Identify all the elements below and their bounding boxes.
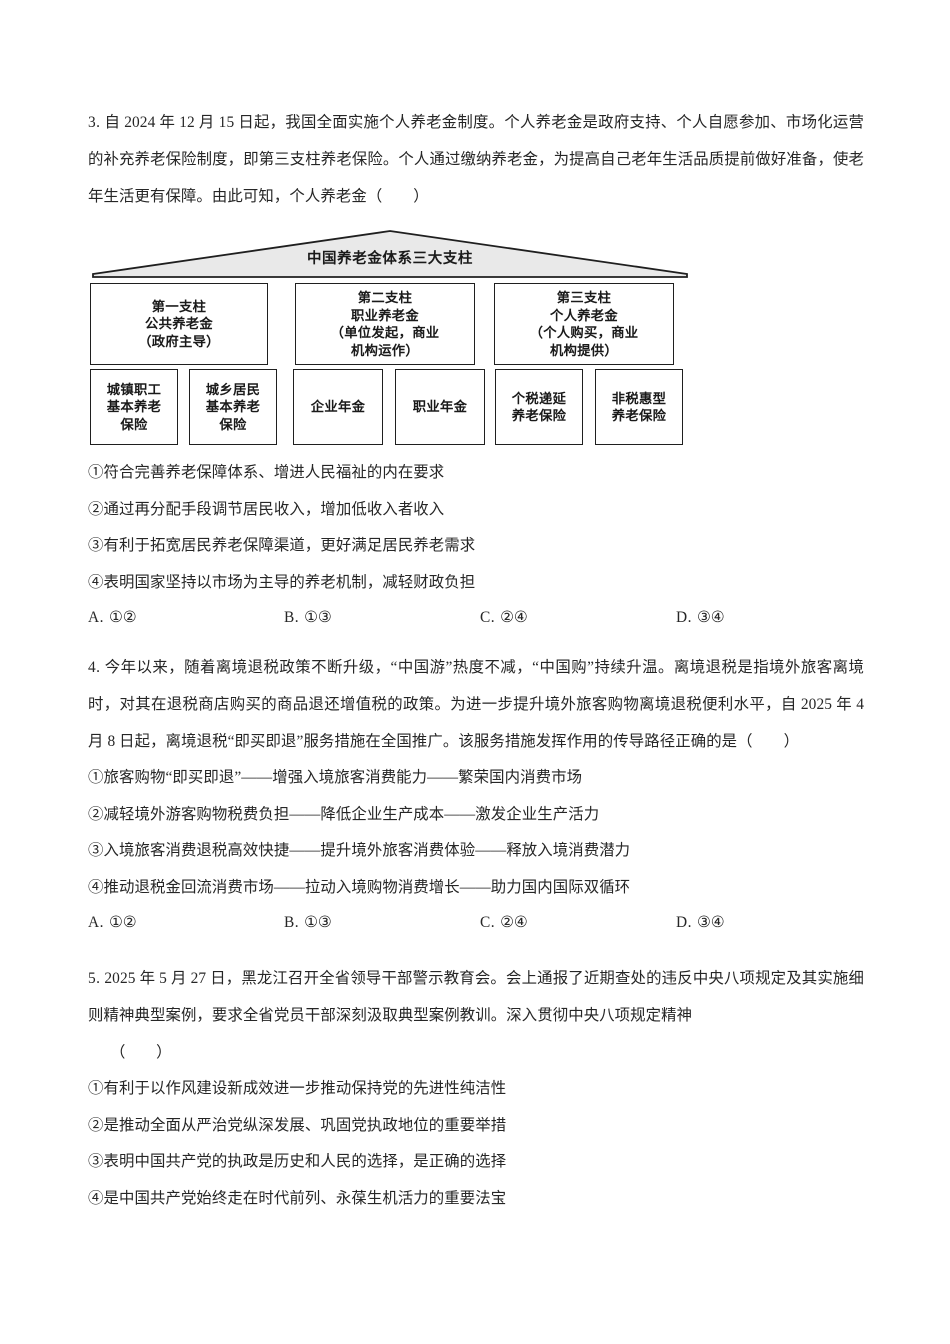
choice-a-key: A. — [88, 609, 104, 626]
question-4-choice-c[interactable]: C.②④ — [480, 906, 528, 940]
question-3-number: 3. — [88, 114, 101, 131]
base-1-line-1: 城镇职工 — [106, 381, 162, 397]
question-3-statement-1: ①符合完善养老保障体系、增进人民福祉的内在要求 — [88, 464, 445, 481]
question-3-stem-text: 自 2024 年 12 月 15 日起，我国全面实施个人养老金制度。个人养老金是… — [88, 114, 864, 205]
choice-b-key: B. — [284, 914, 300, 931]
question-4-statement-1: ①旅客购物“即买即退”——增强入境旅客消费能力——繁荣国内消费市场 — [88, 769, 583, 786]
choice-c-key: C. — [480, 914, 496, 931]
base-5-line-2: 养老保险 — [511, 408, 567, 423]
question-3-choice-d[interactable]: D.③④ — [676, 601, 725, 635]
pillar-box-3: 第三支柱 个人养老金 （个人购买，商业 机构提供） — [494, 283, 674, 365]
question-5-stem-text: 2025 年 5 月 27 日，黑龙江召开全省领导干部警示教育会。会上通报了近期… — [88, 970, 864, 1024]
choice-b-value: ①③ — [304, 914, 332, 931]
base-2-line-3: 保险 — [219, 416, 247, 432]
base-6-line-2: 养老保险 — [611, 408, 667, 423]
base-1-line-2: 基本养老 — [106, 399, 162, 415]
pillar-1-line-1: 第一支柱 — [151, 298, 207, 314]
choice-a-key: A. — [88, 914, 104, 931]
choice-d-key: D. — [676, 609, 692, 626]
question-4-choice-d[interactable]: D.③④ — [676, 906, 725, 940]
question-5: 5. 2025 年 5 月 27 日，黑龙江召开全省领导干部警示教育会。会上通报… — [88, 960, 864, 1217]
question-3-statement-3: ③有利于拓宽居民养老保障渠道，更好满足居民养老需求 — [88, 537, 476, 554]
question-4-statement-3: ③入境旅客消费退税高效快捷——提升境外旅客消费体验——释放入境消费潜力 — [88, 842, 631, 859]
base-box-2: 城乡居民 基本养老 保险 — [189, 369, 277, 445]
pillar-2-line-2: 职业养老金 — [351, 307, 419, 323]
question-4-stem-text: 今年以来，随着离境退税政策不断升级，“中国游”热度不减，“中国购”持续升温。离境… — [88, 659, 864, 750]
base-1-line-3: 保险 — [120, 416, 148, 432]
base-5-line-1: 个税递延 — [511, 390, 567, 406]
question-5-stem: 5. 2025 年 5 月 27 日，黑龙江召开全省领导干部警示教育会。会上通报… — [88, 960, 864, 1034]
question-3-choice-a[interactable]: A.①② — [88, 601, 137, 635]
question-5-statement-4: ④是中国共产党始终走在时代前列、永葆生机活力的重要法宝 — [88, 1189, 507, 1207]
question-5-answer-paren: （ ） — [110, 1044, 172, 1061]
base-2-line-2: 基本养老 — [205, 399, 261, 415]
choice-b-key: B. — [284, 609, 300, 626]
question-3-choice-c[interactable]: C.②④ — [480, 601, 528, 635]
pillar-2-line-4: 机构运作） — [351, 342, 419, 358]
question-3-choice-b[interactable]: B.①③ — [284, 601, 332, 635]
question-4-choices: A.①② B.①③ C.②④ D.③④ — [88, 906, 864, 940]
choice-c-value: ②④ — [500, 914, 528, 931]
base-box-1: 城镇职工 基本养老 保险 — [90, 369, 178, 445]
question-4-statement-2: ②减轻境外游客购物税费负担——降低企业生产成本——激发企业生产活力 — [88, 805, 600, 823]
pension-pillars-diagram: 中国养老金体系三大支柱 第一支柱 公共养老金 （政府主导） 第二支柱 职业养老金… — [90, 229, 690, 447]
question-4-choice-b[interactable]: B.①③ — [284, 906, 332, 940]
diagram-pillar-row: 第一支柱 公共养老金 （政府主导） 第二支柱 职业养老金 （单位发起，商业 机构… — [90, 283, 690, 365]
choice-a-value: ①② — [108, 609, 137, 626]
question-4: 4. 今年以来，随着离境退税政策不断升级，“中国游”热度不减，“中国购”持续升温… — [88, 649, 864, 940]
base-2-line-1: 城乡居民 — [205, 381, 261, 397]
choice-c-key: C. — [480, 609, 496, 626]
question-3-statement-4: ④表明国家坚持以市场为主导的养老机制，减轻财政负担 — [88, 573, 476, 591]
pillar-1-line-2: 公共养老金 — [145, 316, 213, 332]
base-3-line-1: 企业年金 — [310, 399, 366, 415]
base-4-line-1: 职业年金 — [412, 399, 468, 415]
pillar-box-2: 第二支柱 职业养老金 （单位发起，商业 机构运作） — [295, 283, 475, 365]
question-3-choices: A.①② B.①③ C.②④ D.③④ — [88, 601, 864, 635]
choice-d-value: ③④ — [696, 914, 725, 931]
choice-d-key: D. — [676, 914, 692, 931]
question-5-statement-2: ②是推动全面从严治党纵深发展、巩固党执政地位的重要举措 — [88, 1116, 507, 1134]
pillar-2-line-1: 第二支柱 — [357, 290, 413, 305]
question-3: 3. 自 2024 年 12 月 15 日起，我国全面实施个人养老金制度。个人养… — [88, 104, 864, 635]
choice-c-value: ②④ — [500, 609, 528, 626]
pillar-1-line-3: （政府主导） — [138, 333, 220, 349]
question-5-statement-1: ①有利于以作风建设新成效进一步推动保持党的先进性纯洁性 — [88, 1080, 507, 1097]
base-box-3: 企业年金 — [293, 369, 383, 445]
pillar-3-line-2: 个人养老金 — [550, 307, 618, 323]
question-5-number: 5. — [88, 970, 101, 987]
question-4-stem: 4. 今年以来，随着离境退税政策不断升级，“中国游”热度不减，“中国购”持续升温… — [88, 649, 864, 760]
pillar-box-1: 第一支柱 公共养老金 （政府主导） — [90, 283, 268, 365]
question-5-statement-3: ③表明中国共产党的执政是历史和人民的选择，是正确的选择 — [88, 1153, 507, 1170]
choice-b-value: ①③ — [304, 609, 332, 626]
roof-triangle-shape — [92, 230, 688, 278]
question-4-number: 4. — [88, 659, 101, 676]
page-content: 3. 自 2024 年 12 月 15 日起，我国全面实施个人养老金制度。个人养… — [88, 104, 864, 1223]
diagram-roof-label: 中国养老金体系三大支柱 — [306, 251, 474, 267]
choice-d-value: ③④ — [696, 609, 725, 626]
base-box-4: 职业年金 — [395, 369, 485, 445]
pillar-3-line-4: 机构提供） — [550, 342, 618, 358]
choice-a-value: ①② — [108, 914, 137, 931]
diagram-base-row: 城镇职工 基本养老 保险 城乡居民 基本养老 保险 企业年金 职业年金 — [90, 369, 690, 445]
pillar-3-line-1: 第三支柱 — [556, 290, 612, 305]
question-4-choice-a[interactable]: A.①② — [88, 906, 137, 940]
question-3-statement-2: ②通过再分配手段调节居民收入，增加低收入者收入 — [88, 500, 445, 518]
base-box-5: 个税递延 养老保险 — [495, 369, 583, 445]
pillar-2-line-3: （单位发起，商业 — [330, 325, 440, 340]
base-6-line-1: 非税惠型 — [611, 390, 667, 406]
pillar-3-line-3: （个人购买，商业 — [529, 325, 639, 340]
diagram-roof — [90, 229, 690, 279]
question-3-stem: 3. 自 2024 年 12 月 15 日起，我国全面实施个人养老金制度。个人养… — [88, 104, 864, 215]
base-box-6: 非税惠型 养老保险 — [595, 369, 683, 445]
question-4-statement-4: ④推动退税金回流消费市场——拉动入境购物消费增长——助力国内国际双循环 — [88, 878, 631, 896]
